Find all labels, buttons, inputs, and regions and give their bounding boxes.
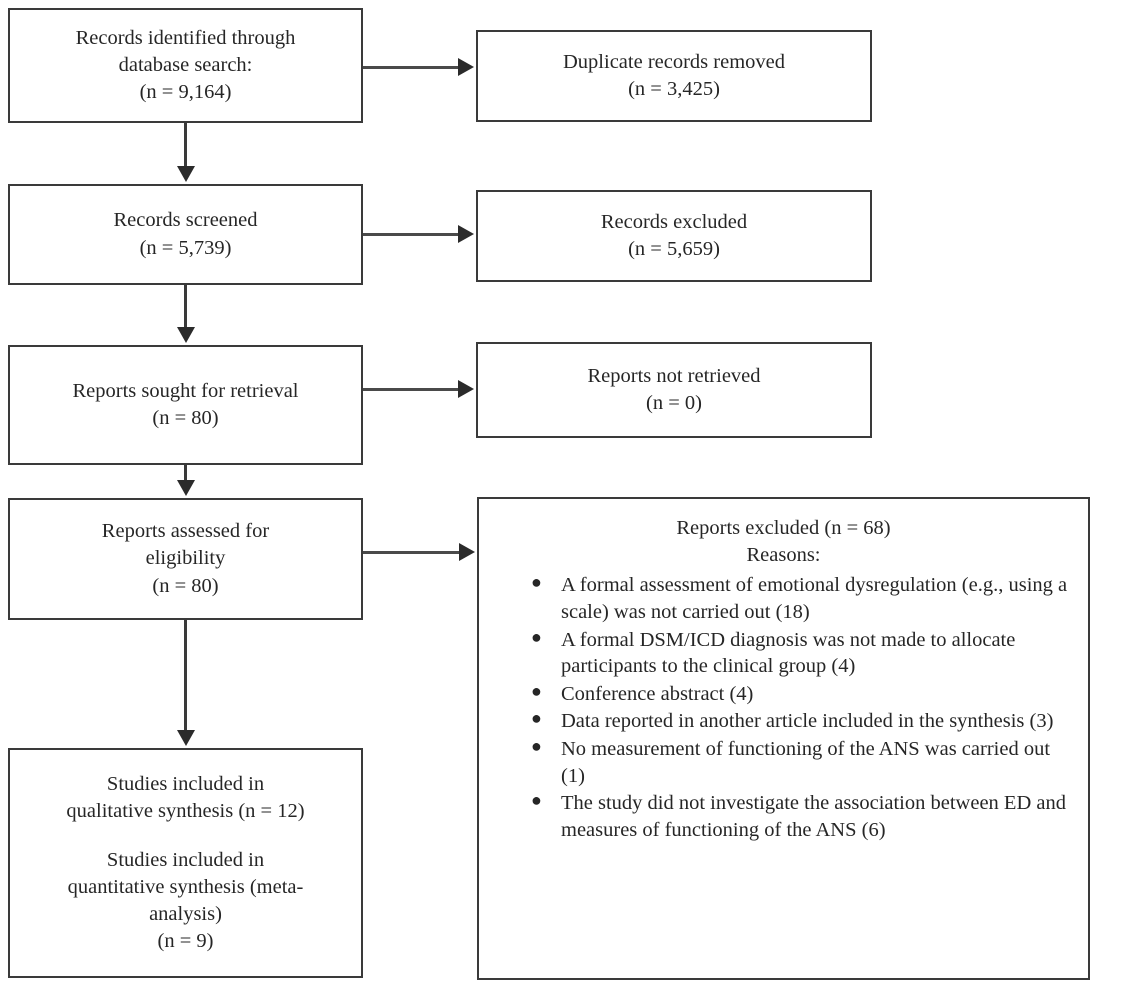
connector-identified-to-screened [184,123,187,168]
list-item-text: Conference abstract (4) [561,682,754,705]
box-duplicate-records-removed: Duplicate records removed (n = 3,425) [476,30,872,122]
list-item-text: No measurement of functioning of the ANS… [561,738,1051,787]
bullet-icon: ● [531,736,542,757]
list-item-text: A formal DSM/ICD diagnosis was not made … [561,628,1016,678]
list-item: ● A formal assessment of emotional dysre… [525,572,1068,625]
box-records-screened: Records screened (n = 5,739) [8,184,363,285]
connector-assessed-to-included [184,620,187,732]
box-reports-not-retrieved: Reports not retrieved (n = 0) [476,342,872,438]
arrowhead-down-icon [177,166,195,182]
box-line: Studies included in [106,848,265,871]
box-line: (n = 5,659) [628,238,720,260]
list-item: ● Data reported in another article inclu… [525,708,1068,735]
connector-screened-to-excluded [363,233,460,236]
box-line: Records excluded [600,210,748,233]
bullet-icon: ● [531,572,542,593]
box-reports-excluded-reasons: Reports excluded (n = 68) Reasons: ● A f… [477,497,1090,980]
list-item-text: A formal assessment of emotional dysregu… [561,574,1068,623]
box-line: (n = 80) [152,407,219,429]
box-line: (n = 9,164) [139,81,232,104]
box-line: Reports not retrieved [587,364,761,387]
list-item: ● No measurement of functioning of the A… [525,736,1068,789]
box-line: (n = 5,739) [139,236,232,259]
box-reports-sought-for-retrieval: Reports sought for retrieval (n = 80) [8,345,363,465]
box-line: qualitative synthesis (n = 12) [66,799,305,822]
reports-excluded-heading: Reports excluded (n = 68) [676,517,891,539]
box-records-excluded: Records excluded (n = 5,659) [476,190,872,282]
connector-identified-to-duplicates [363,66,460,69]
exclusion-reasons-list: ● A formal assessment of emotional dysre… [495,572,1072,844]
arrowhead-right-icon [459,543,475,561]
connector-assessed-to-reports-excluded [363,551,461,554]
bullet-icon: ● [531,680,542,701]
box-line: Duplicate records removed [563,50,785,73]
box-line: quantitative synthesis (meta- [67,876,304,898]
list-item-text: The study did not investigate the associ… [561,792,1066,842]
box-line: Reports assessed for [101,520,270,543]
arrowhead-down-icon [177,327,195,343]
box-line: analysis) [149,903,222,926]
box-line: (n = 9) [157,930,214,953]
box-studies-included: Studies included in qualitative synthesi… [8,748,363,978]
list-item-text: Data reported in another article include… [561,710,1054,733]
arrowhead-down-icon [177,730,195,746]
box-line: (n = 3,425) [628,78,720,100]
connector-sought-to-assessed [184,465,187,482]
arrowhead-right-icon [458,58,474,76]
list-item: ● A formal DSM/ICD diagnosis was not mad… [525,627,1068,680]
connector-sought-to-not-retrieved [363,388,460,391]
list-item: ● Conference abstract (4) [525,681,1068,708]
box-line: (n = 80) [152,574,219,597]
box-reports-assessed-for-eligibility: Reports assessed for eligibility (n = 80… [8,498,363,620]
box-line: database search: [118,53,253,76]
list-item: ● The study did not investigate the asso… [525,790,1068,843]
box-records-identified: Records identified through database sear… [8,8,363,123]
arrowhead-down-icon [177,480,195,496]
box-line: Records screened [113,209,258,232]
connector-screened-to-sought [184,285,187,329]
arrowhead-right-icon [458,225,474,243]
bullet-icon: ● [531,790,542,811]
reports-excluded-subheading: Reasons: [746,543,821,566]
arrowhead-right-icon [458,380,474,398]
box-line: eligibility [145,547,226,570]
box-line: Records identified through [75,26,296,49]
box-line: Reports sought for retrieval [72,379,299,402]
box-line: Studies included in [106,772,265,795]
bullet-icon: ● [531,708,542,729]
bullet-icon: ● [531,626,542,647]
box-line: (n = 0) [646,392,702,414]
